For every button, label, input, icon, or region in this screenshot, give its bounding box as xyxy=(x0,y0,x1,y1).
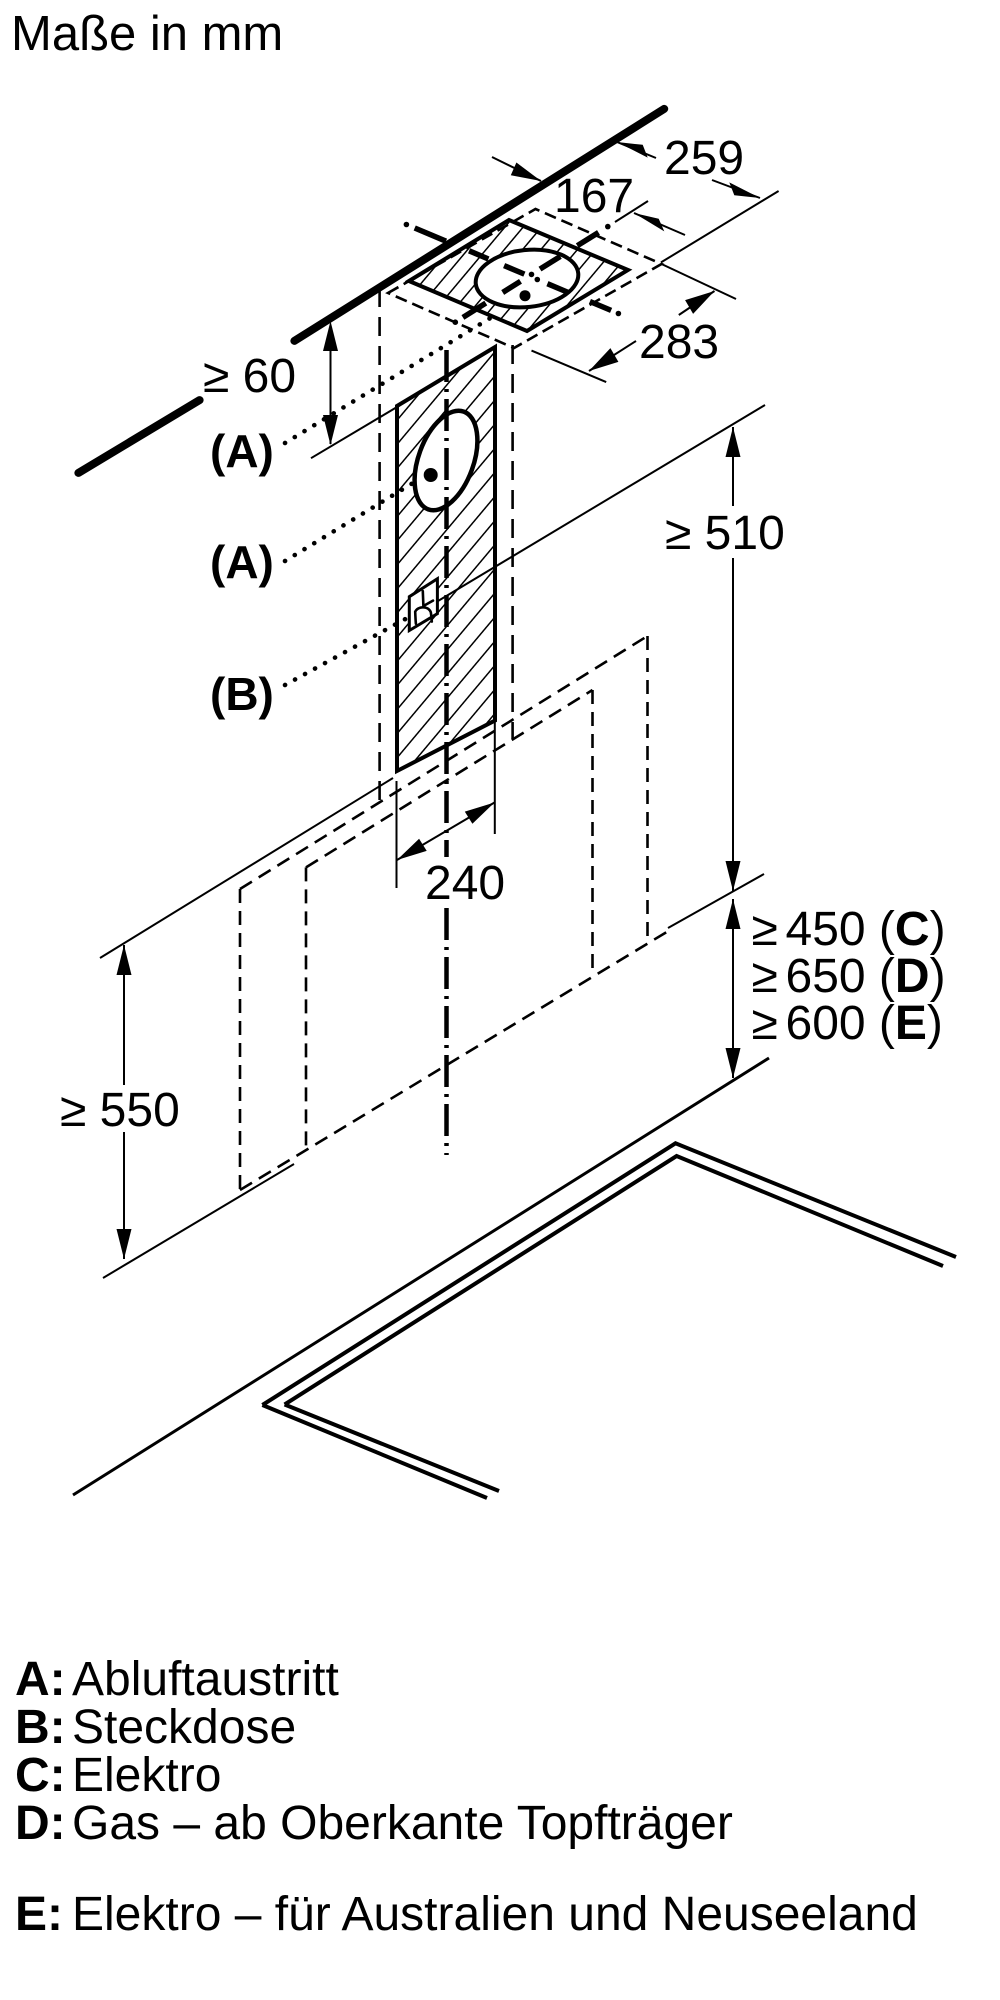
svg-text:≥ 60: ≥ 60 xyxy=(203,350,296,403)
svg-text:C:Elektro: C:Elektro xyxy=(15,1749,221,1802)
svg-text:≥650 (D): ≥650 (D) xyxy=(752,950,946,1003)
svg-text:283: 283 xyxy=(639,316,719,369)
svg-text:240: 240 xyxy=(425,857,505,910)
svg-text:(A): (A) xyxy=(210,425,274,477)
svg-text:≥ 550: ≥ 550 xyxy=(60,1084,180,1137)
svg-text:B:Steckdose: B:Steckdose xyxy=(15,1701,296,1754)
svg-text:259: 259 xyxy=(664,132,744,185)
svg-text:E:Elektro – für Australien und: E:Elektro – für Australien und Neuseelan… xyxy=(15,1888,918,1941)
svg-text:D:Gas – ab Oberkante Topfträge: D:Gas – ab Oberkante Topfträger xyxy=(15,1797,733,1850)
svg-text:≥450 (C): ≥450 (C) xyxy=(752,903,946,956)
svg-text:A:Abluftaustritt: A:Abluftaustritt xyxy=(15,1653,339,1706)
svg-text:(B): (B) xyxy=(210,668,274,720)
svg-text:Maße in mm: Maße in mm xyxy=(11,7,283,61)
svg-text:167: 167 xyxy=(554,170,634,223)
svg-text:(A): (A) xyxy=(210,536,274,588)
svg-text:≥600 (E): ≥600 (E) xyxy=(752,997,943,1050)
svg-text:≥ 510: ≥ 510 xyxy=(665,507,785,560)
